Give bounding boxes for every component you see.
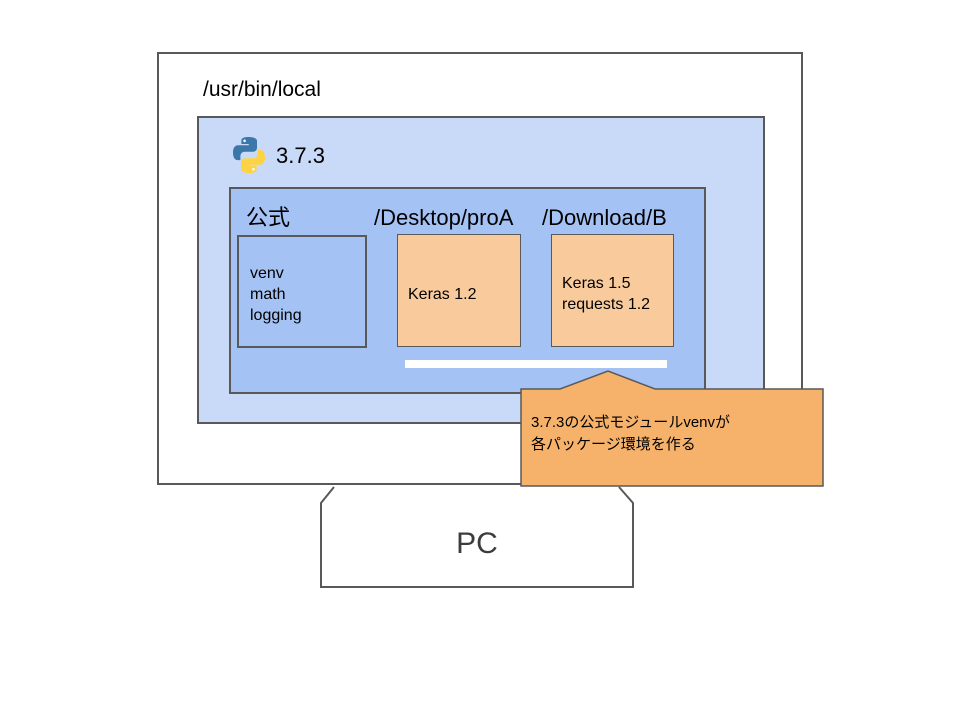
python-logo-icon bbox=[229, 135, 269, 175]
callout-bubble bbox=[520, 370, 826, 488]
builtin-modules-title: 公式 bbox=[246, 205, 291, 230]
callout-line: 3.7.3の公式モジュールvenvが bbox=[531, 414, 730, 431]
package-item: Keras 1.2 bbox=[408, 286, 477, 303]
callout-line: 各パッケージ環境を作る bbox=[531, 436, 696, 453]
pc-stand bbox=[320, 486, 634, 588]
project-a-path: /Desktop/proA bbox=[374, 205, 514, 230]
project-a-packages-box: Keras 1.2 bbox=[397, 234, 521, 347]
package-item: Keras 1.5 bbox=[562, 275, 631, 292]
project-b-packages-box: Keras 1.5 requests 1.2 bbox=[551, 234, 674, 347]
module-item: logging bbox=[250, 307, 302, 324]
host-path-label: /usr/bin/local bbox=[203, 78, 321, 101]
package-item: requests 1.2 bbox=[562, 296, 651, 313]
callout-text: 3.7.3の公式モジュールvenvが 各パッケージ環境を作る bbox=[531, 412, 821, 456]
builtin-modules-box: venv math logging bbox=[237, 235, 367, 348]
module-item: venv bbox=[250, 265, 284, 282]
python-version-label: 3.7.3 bbox=[276, 143, 325, 168]
venv-bracket-bar bbox=[405, 360, 667, 368]
pc-label: PC bbox=[456, 527, 498, 560]
module-item: math bbox=[250, 286, 286, 303]
project-b-path: /Download/B bbox=[542, 205, 667, 230]
